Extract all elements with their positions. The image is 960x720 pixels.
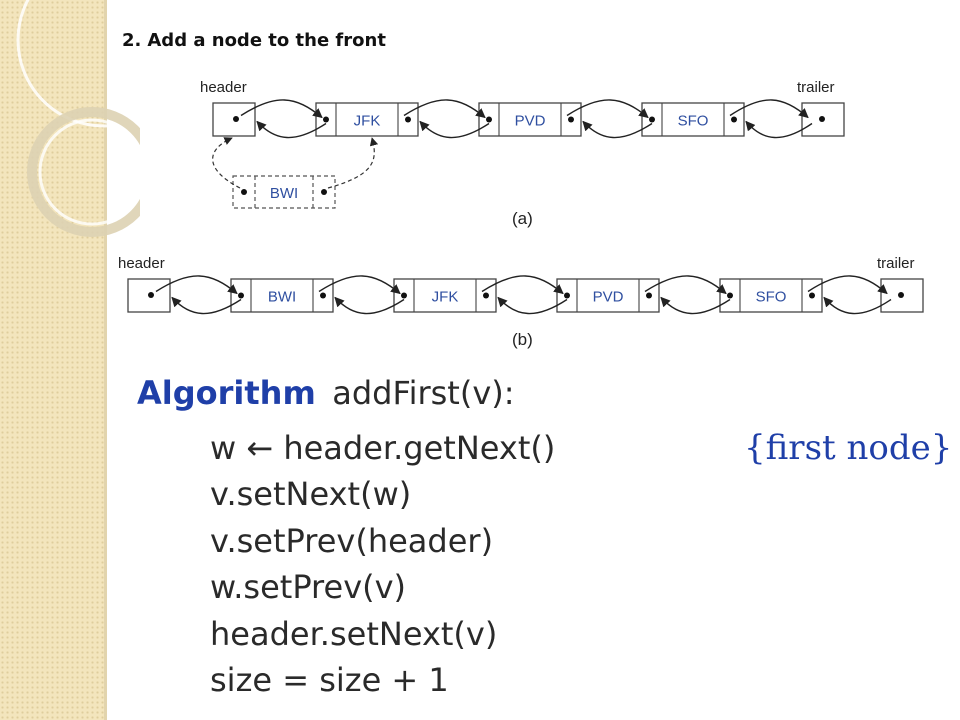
- b-next-link: [155, 275, 238, 295]
- b-next-link: [318, 275, 401, 295]
- new-node-label: BWI: [270, 185, 298, 202]
- algo-line-6: size = size + 1: [210, 661, 449, 699]
- b-node-jfk: JFK: [393, 278, 497, 313]
- a-prev-link: [419, 120, 490, 139]
- slide-number: 2.: [122, 30, 142, 51]
- linked-list-diagram: header trailer JFK PVD SFO BWI (a) header …: [118, 79, 924, 349]
- a-node-label: JFK: [354, 113, 381, 130]
- algo-line-1: w ← header.getNext(): [210, 429, 555, 467]
- b-node-label: PVD: [593, 289, 624, 306]
- caption-a: (a): [512, 209, 533, 228]
- a-prev-link: [582, 120, 653, 139]
- caption-b: (b): [512, 330, 533, 349]
- a-node-pvd: PVD: [478, 102, 582, 137]
- b-next-link: [644, 275, 727, 295]
- algorithm-header: Algorithm addFirst(v):: [137, 374, 515, 412]
- algo-line-3: v.setPrev(header): [210, 522, 493, 560]
- a-next-link: [729, 99, 809, 119]
- a-node-label: PVD: [515, 113, 546, 130]
- b-prev-link: [823, 296, 892, 315]
- slide-title-text: Add a node to the front: [147, 30, 386, 51]
- slide-title: 2.Add a node to the front: [122, 30, 392, 51]
- algo-line-2: v.setNext(w): [210, 475, 411, 513]
- a-next-link: [240, 99, 323, 119]
- algorithm-signature: addFirst(v):: [332, 374, 514, 412]
- b-next-link: [481, 275, 564, 295]
- algo-line-5: header.setNext(v): [210, 615, 497, 653]
- header-sentinel-a: [212, 102, 256, 137]
- a-node-jfk: JFK: [315, 102, 419, 137]
- b-node-sfo: SFO: [719, 278, 823, 313]
- b-node-label: JFK: [432, 289, 459, 306]
- first-node-comment: {first node}: [744, 428, 952, 468]
- a-prev-link: [256, 120, 327, 139]
- dashed-next-link: [327, 137, 379, 189]
- dashed-prev-link: [212, 137, 241, 189]
- sidebar-divider: [104, 0, 107, 720]
- a-prev-link: [745, 120, 813, 139]
- trailer-label-b: trailer: [877, 255, 915, 272]
- b-prev-link: [497, 296, 568, 315]
- header-sentinel-b: [127, 278, 171, 313]
- algo-line-4: w.setPrev(v): [210, 568, 406, 606]
- b-next-link: [807, 275, 888, 295]
- trailer-label-a: trailer: [797, 79, 835, 96]
- algorithm-keyword: Algorithm: [137, 374, 316, 412]
- decorative-circles: [16, 0, 140, 237]
- a-node-sfo: SFO: [641, 102, 745, 137]
- b-prev-link: [334, 296, 405, 315]
- a-node-label: SFO: [678, 113, 709, 130]
- new-node-bwi: BWI: [212, 137, 379, 209]
- a-next-link: [566, 99, 649, 119]
- b-prev-link: [660, 296, 731, 315]
- header-label-a: header: [200, 79, 247, 96]
- b-node-label: SFO: [756, 289, 787, 306]
- b-node-bwi: BWI: [230, 278, 334, 313]
- diagram-a: header trailer JFK PVD SFO BWI (a): [200, 79, 845, 228]
- header-label-b: header: [118, 255, 165, 272]
- diagram-b: header trailer BWI JFK PVD SFO (b): [118, 255, 924, 349]
- b-node-label: BWI: [268, 289, 296, 306]
- b-prev-link: [171, 296, 242, 315]
- trailer-sentinel-b: [880, 278, 924, 313]
- a-next-link: [403, 99, 486, 119]
- b-node-pvd: PVD: [556, 278, 660, 313]
- trailer-sentinel-a: [801, 102, 845, 137]
